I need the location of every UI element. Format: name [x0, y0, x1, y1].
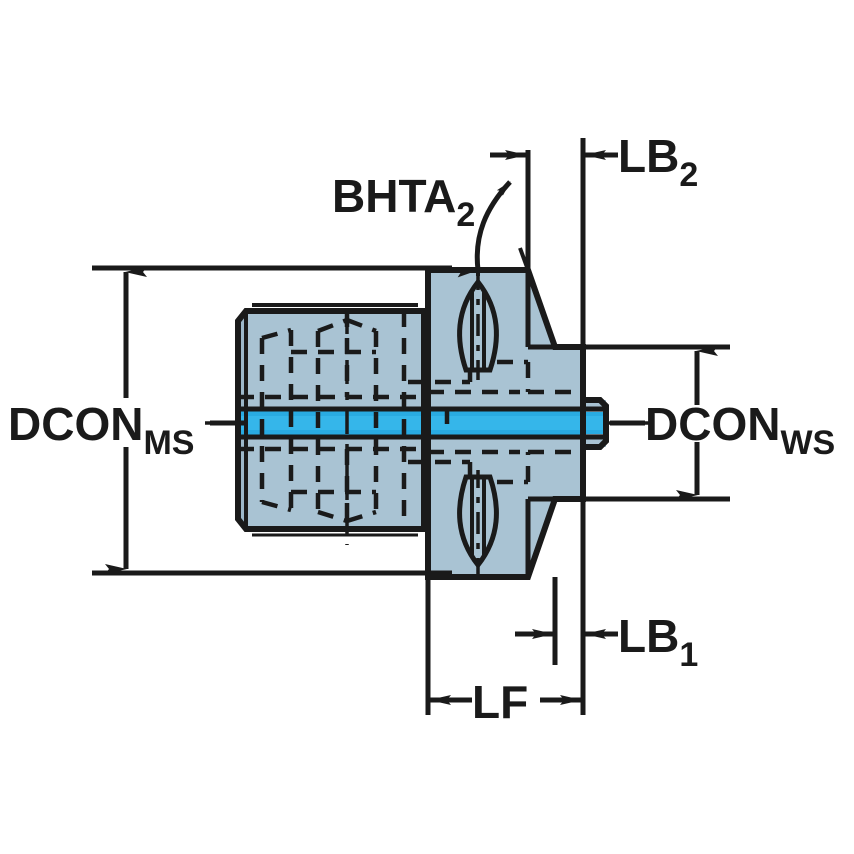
dcon-ms-label-sub: MS	[143, 424, 194, 462]
lb-2-label-base: LB	[618, 130, 679, 182]
body-outlines	[235, 267, 609, 580]
lb-1-label-sub: 1	[679, 636, 698, 674]
dimension-lb-2	[490, 138, 618, 347]
bhta-2-label-base: BHTA	[332, 170, 456, 222]
lb-1-label: LB1	[618, 610, 698, 674]
dcon-ms-label: DCONMS	[8, 398, 194, 462]
dcon-ws-label: DCONWS	[645, 398, 835, 462]
dimension-lf	[425, 577, 582, 715]
dcon-ms-label-base: DCON	[8, 398, 143, 450]
dimension-lb-1	[515, 499, 618, 715]
dcon-ws-label-base: DCON	[645, 398, 780, 450]
lb-1-label-base: LB	[618, 610, 679, 662]
dimension-dcon-ws	[583, 344, 730, 502]
bhta-2-label-sub: 2	[456, 196, 475, 234]
lb-2-label: LB2	[618, 130, 698, 194]
dimension-dcon-ms	[92, 265, 452, 576]
bhta-2-label: BHTA2	[332, 170, 475, 234]
dcon-ws-label-sub: WS	[780, 424, 835, 462]
lf-label: LF	[472, 676, 528, 728]
lb-2-label-sub: 2	[679, 156, 698, 194]
bhta-2-angle-arc	[456, 180, 512, 278]
